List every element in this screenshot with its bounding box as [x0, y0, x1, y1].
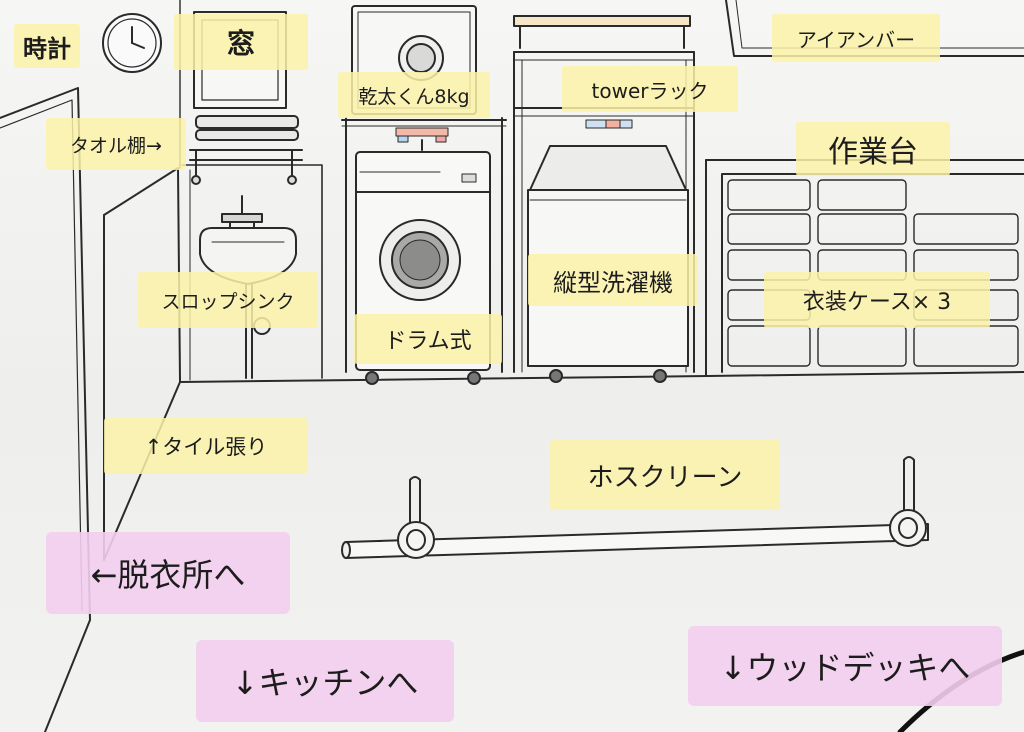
tile-label: ↑タイル張り: [104, 418, 308, 474]
slop-sink-label: スロップシンク: [138, 272, 318, 328]
window-label: 窓: [174, 14, 308, 70]
tower-rack-label: towerラック: [562, 66, 738, 112]
clock-drawing: [102, 13, 162, 73]
vertical-washer-drawing: [527, 145, 689, 383]
clothes-cases-label: 衣装ケース× 3: [764, 272, 990, 328]
towel-shelf-drawing: [189, 115, 303, 185]
hoscreen-label: ホスクリーン: [550, 440, 780, 510]
towel-shelf-label: タオル棚→: [46, 118, 186, 170]
iron-bar-label: アイアンバー: [772, 14, 940, 62]
to-kitchen-label: ↓キッチンへ: [196, 640, 454, 722]
vertical-washer-label: 縦型洗濯機: [528, 254, 698, 306]
workbench-drawing: [705, 159, 1024, 377]
hoscreen-drawing: [341, 456, 929, 559]
drum-type-label: ドラム式: [354, 314, 502, 364]
to-dressing-room-label: ←脱衣所へ: [46, 532, 290, 614]
to-wood-deck-label: ↓ウッドデッキへ: [688, 626, 1002, 706]
dryer-stand-drawing: [341, 117, 507, 373]
clock-label: 時計: [14, 24, 80, 68]
dryer-label: 乾太くん8kg: [338, 72, 490, 118]
workbench-label: 作業台: [796, 122, 950, 176]
